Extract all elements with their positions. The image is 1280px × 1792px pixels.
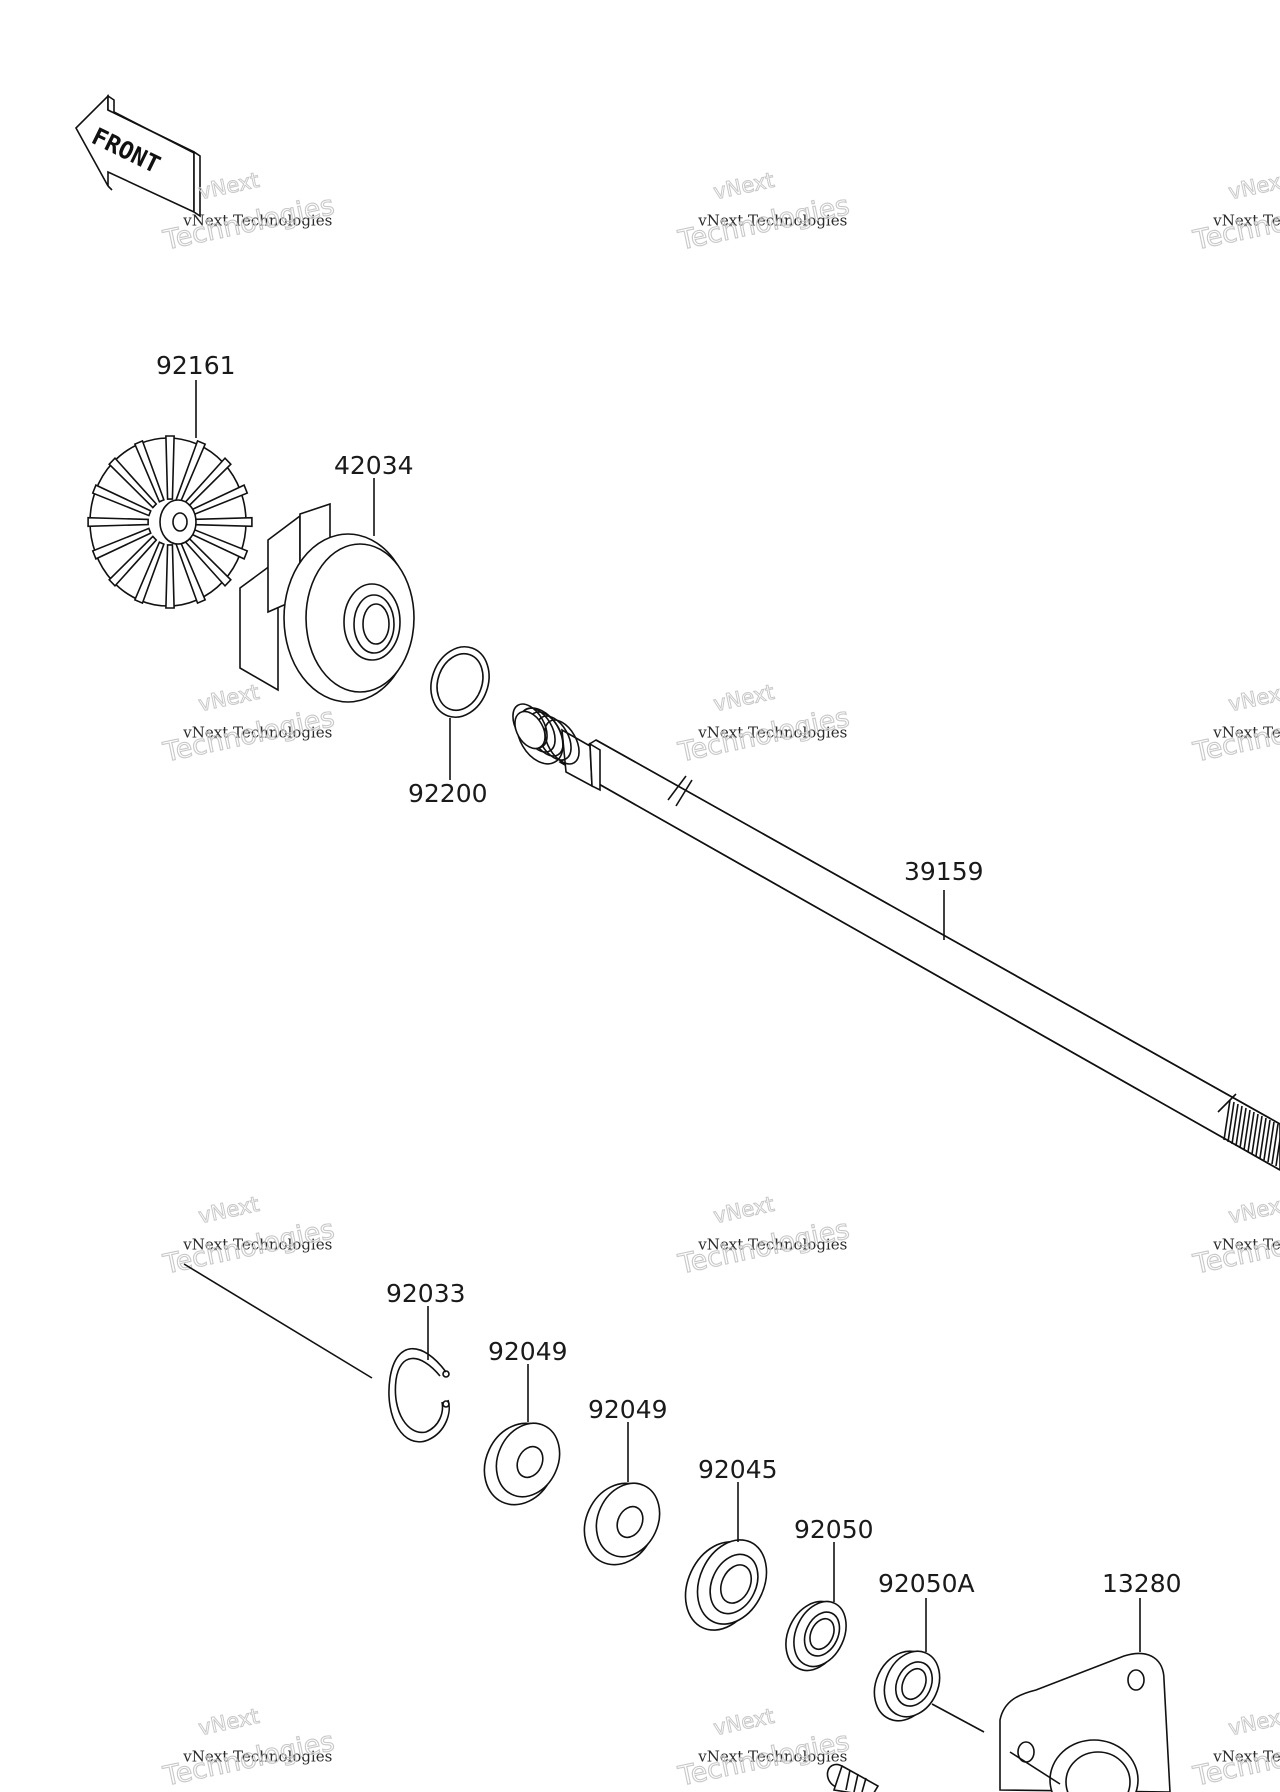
shaft-spline — [1235, 1105, 1243, 1147]
impeller-vane — [91, 484, 152, 517]
watermark-line1: vNext — [1226, 680, 1280, 716]
impeller-vane — [108, 456, 158, 509]
impeller-92161 — [87, 435, 253, 609]
impeller-vane — [87, 516, 149, 528]
watermark-line2: vNext Technologies — [697, 1747, 847, 1765]
watermark-line3: Technologies — [675, 1726, 852, 1792]
watermark-line2: vNext Technologies — [1212, 1747, 1280, 1765]
watermark-line3: Technologies — [160, 702, 337, 769]
shaft-spline — [1263, 1119, 1271, 1161]
watermark-line1: vNext — [711, 1704, 776, 1740]
assembly-guide-13280 — [931, 1703, 985, 1733]
oil-seal-92050A — [873, 1650, 941, 1722]
impeller-hub-42034 — [239, 502, 415, 703]
drive-shaft-39159 — [512, 703, 1280, 1171]
oil-seal-92050 — [785, 1600, 847, 1672]
impeller-vane — [165, 544, 175, 609]
impeller-vane — [133, 541, 165, 605]
watermark-line1: vNext — [196, 680, 261, 716]
watermark-line2: vNext Technologies — [697, 1235, 847, 1253]
watermark-line3: Technologies — [160, 1214, 337, 1281]
shaft-spline — [1251, 1113, 1259, 1155]
impeller-vane — [133, 439, 165, 503]
watermark-line3: Technologies — [675, 190, 852, 257]
shaft-spline — [1247, 1111, 1255, 1153]
shaft-spline — [1259, 1117, 1267, 1159]
shaft-spline — [1227, 1101, 1235, 1143]
part-label-92200: 92200 — [408, 779, 488, 808]
watermark-line1: vNext — [1226, 1192, 1280, 1228]
watermark-line2: vNext Technologies — [697, 211, 847, 229]
watermark-line1: vNext — [711, 680, 776, 716]
watermark-line2: vNext Technologies — [1212, 1235, 1280, 1253]
part-label-42034: 42034 — [334, 451, 414, 480]
assembly-guide-line — [183, 1263, 373, 1379]
front-arrow-icon: FRONT — [75, 94, 201, 218]
watermark-line1: vNext — [196, 168, 261, 204]
watermark-line2: vNext Technologies — [1212, 211, 1280, 229]
watermark-line3: Technologies — [675, 702, 852, 769]
washer-92049-second — [583, 1482, 661, 1566]
watermark-line2: vNext Technologies — [697, 723, 847, 741]
part-label-92033: 92033 — [386, 1279, 466, 1308]
shaft-spline — [1231, 1103, 1239, 1145]
shaft-thread — [544, 719, 580, 765]
watermark-line1: vNext — [1226, 1704, 1280, 1740]
watermark-line2: vNext Technologies — [1212, 723, 1280, 741]
watermark-line1: vNext — [711, 168, 776, 204]
shaft-spline — [1243, 1109, 1251, 1151]
watermark-line1: vNext — [196, 1704, 261, 1740]
part-label-92050A: 92050A — [878, 1569, 975, 1598]
ring-92200 — [430, 646, 490, 718]
impeller-vane — [191, 516, 253, 528]
watermark-line3: Technologies — [675, 1214, 852, 1281]
watermark-line2: vNext Technologies — [182, 723, 332, 741]
watermark-line2: vNext Technologies — [182, 1235, 332, 1253]
impeller-vane — [91, 527, 152, 560]
shaft-spline — [1271, 1123, 1279, 1165]
watermark-line1: vNext — [1226, 168, 1280, 204]
circlip-92033 — [388, 1347, 450, 1443]
shaft-spline — [1255, 1115, 1263, 1157]
part-label-92161: 92161 — [156, 351, 236, 380]
impeller-vane — [108, 535, 158, 588]
shaft-spline — [1239, 1107, 1247, 1149]
bearing-92045 — [684, 1539, 768, 1631]
shaft-spline — [1275, 1133, 1280, 1167]
watermark-line1: vNext — [711, 1192, 776, 1228]
housing-plate-13280 — [999, 1652, 1171, 1792]
washer-92049-first — [483, 1422, 561, 1506]
shaft-spline — [1223, 1099, 1231, 1141]
part-label-92049-second: 92049 — [588, 1395, 668, 1424]
part-label-92050: 92050 — [794, 1515, 874, 1544]
part-label-39159: 39159 — [904, 857, 984, 886]
impeller-vane — [165, 435, 175, 500]
watermark-line2: vNext Technologies — [182, 211, 332, 229]
bolt-icon — [826, 1763, 880, 1792]
watermark-line2: vNext Technologies — [182, 1747, 332, 1765]
part-label-92049-first: 92049 — [488, 1337, 568, 1366]
part-label-92045: 92045 — [698, 1455, 778, 1484]
shaft-spline — [1267, 1121, 1275, 1163]
watermark-line1: vNext — [196, 1192, 261, 1228]
part-label-13280: 13280 — [1102, 1569, 1182, 1598]
watermark-line3: Technologies — [160, 1726, 337, 1792]
